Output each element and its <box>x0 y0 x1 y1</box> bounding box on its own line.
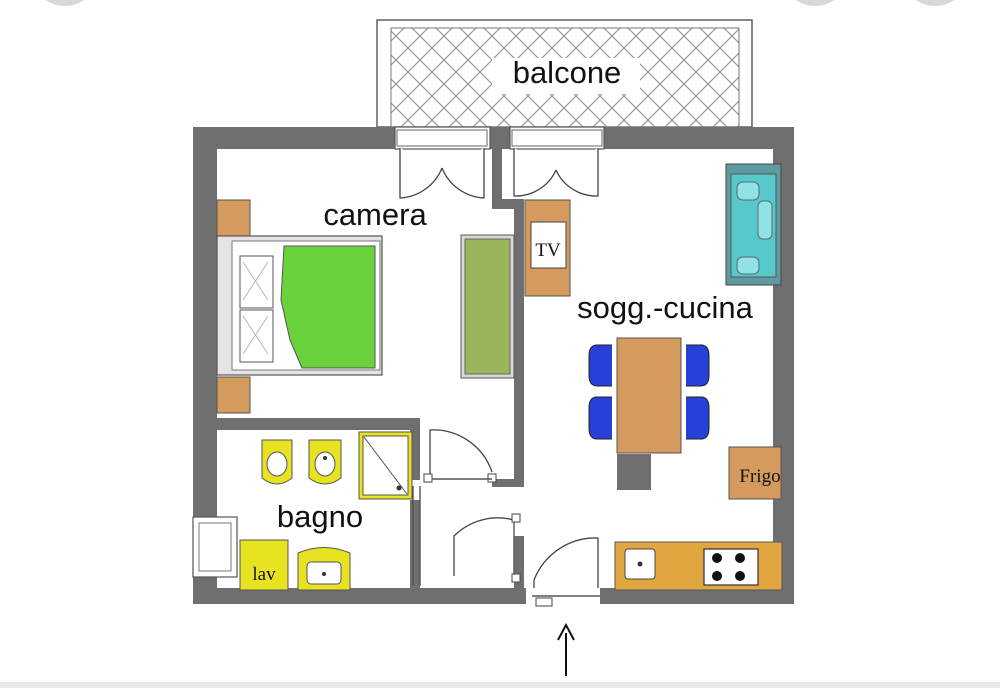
bathroom-label: bagno <box>277 499 363 534</box>
living-kitchen-label: sogg.-cucina <box>577 290 754 325</box>
sofa <box>725 163 782 286</box>
balcony-label: balcone <box>513 55 622 90</box>
bottom-divider <box>0 682 1000 688</box>
washing-machine <box>192 516 238 578</box>
double-bed <box>216 235 383 376</box>
tv-unit: TV <box>524 199 571 297</box>
shower <box>358 431 413 500</box>
bedroom-door <box>453 513 521 583</box>
bidet <box>261 439 293 485</box>
dining-chairs <box>588 344 710 440</box>
balcony-door-left <box>394 126 491 199</box>
bathroom-door <box>423 429 497 483</box>
washbasin-lav: lav <box>239 539 289 591</box>
kitchen-counter <box>614 541 783 591</box>
tv-label: TV <box>535 240 561 261</box>
toilet <box>308 439 342 485</box>
balcony-door-right <box>509 126 605 197</box>
washbasin-label: lav <box>252 564 276 585</box>
balcony <box>376 19 753 128</box>
wardrobe <box>460 234 515 379</box>
dining-table <box>616 337 682 490</box>
nightstand-top <box>216 199 251 238</box>
washbasin <box>297 547 351 591</box>
bedroom-label: camera <box>323 197 427 232</box>
fridge-label: Frigo <box>739 466 780 487</box>
corner-decorations <box>45 0 955 6</box>
bed-cover <box>280 245 376 369</box>
fridge: Frigo <box>728 446 782 500</box>
nightstand-bottom <box>216 376 251 414</box>
entrance-arrow-icon <box>557 622 575 676</box>
stove <box>703 548 759 586</box>
entrance-door <box>526 537 600 607</box>
